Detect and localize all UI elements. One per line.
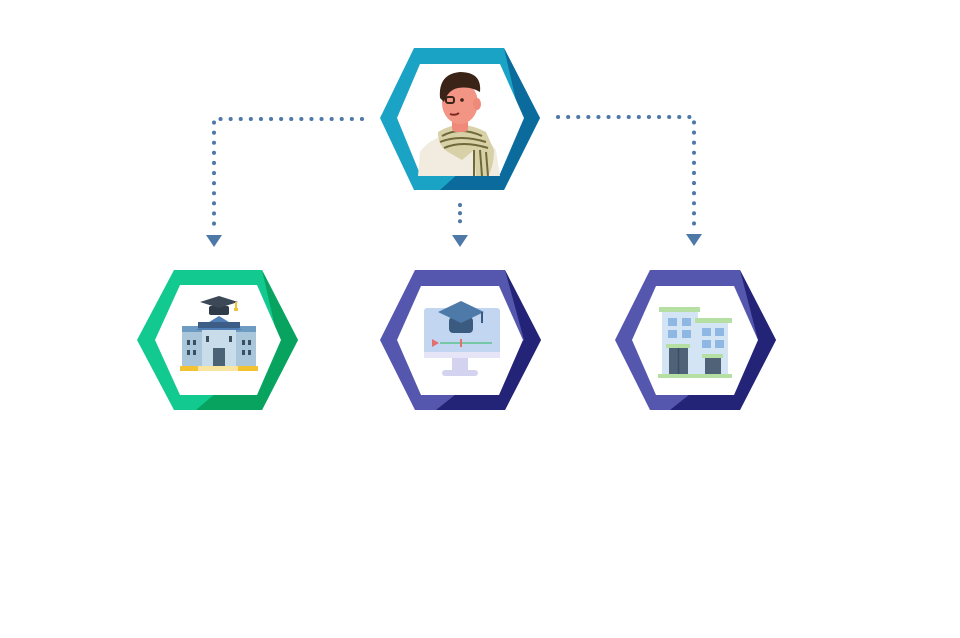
hexagon-shadow — [670, 270, 776, 410]
node-university — [137, 270, 298, 410]
arrowhead-right — [686, 234, 702, 246]
arrowhead-left — [206, 235, 222, 247]
connector-left — [212, 117, 364, 230]
hexagon-shadow — [196, 270, 298, 410]
node-online-learning — [380, 270, 541, 410]
connectors — [206, 115, 702, 247]
online-learning-monitor-icon — [424, 301, 500, 376]
arrowhead-middle — [452, 235, 468, 247]
student-avatar-icon — [418, 72, 500, 176]
connector-right — [556, 115, 696, 230]
hexagon-shadow — [436, 270, 541, 410]
school-building-icon — [658, 307, 732, 378]
node-student — [380, 48, 540, 190]
node-school — [615, 270, 776, 410]
hexagon-shadow — [440, 48, 540, 190]
university-building-icon — [180, 296, 258, 371]
